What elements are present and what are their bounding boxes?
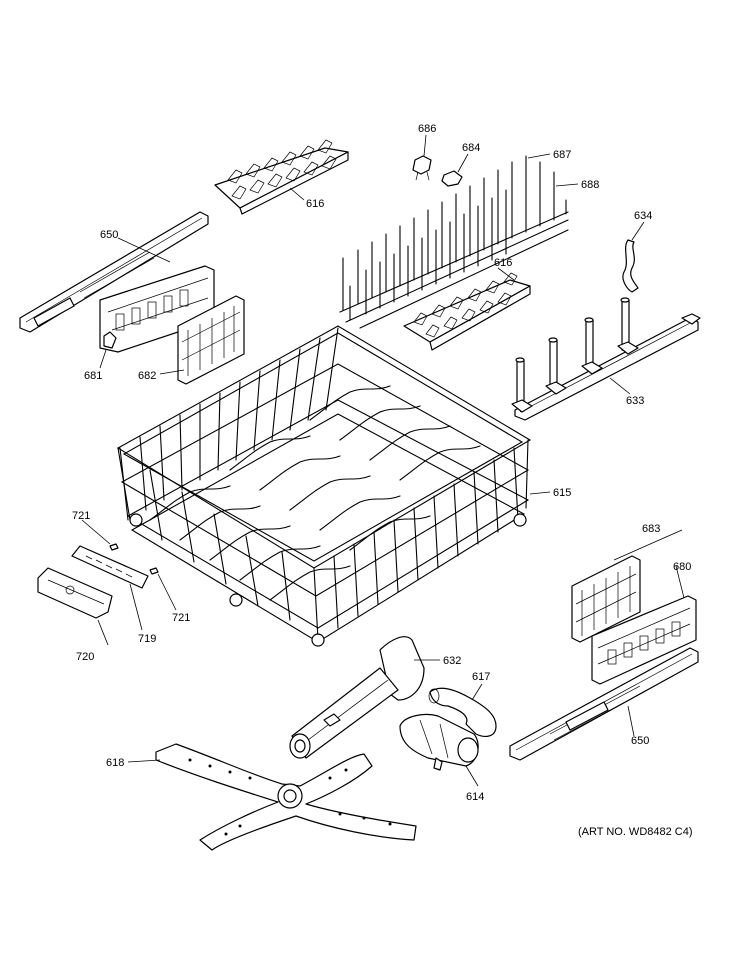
part-682-adjuster-cover <box>177 295 245 385</box>
part-721-screw-b <box>149 567 159 575</box>
part-680-adjuster <box>591 595 697 685</box>
label-650-right: 650 <box>631 735 649 747</box>
label-614: 614 <box>466 791 484 803</box>
part-616-clip-rack-middle <box>403 272 531 351</box>
part-633-spray-manifold <box>511 297 701 421</box>
label-617: 617 <box>472 671 490 683</box>
art-number: (ART NO. WD8482 C4) <box>578 826 693 838</box>
part-650-rail-left <box>19 211 209 333</box>
label-720: 720 <box>76 651 94 663</box>
label-721-a: 721 <box>72 510 90 522</box>
part-720-handle <box>37 567 113 619</box>
label-686: 686 <box>418 123 436 135</box>
label-616-top: 616 <box>306 198 324 210</box>
part-721-screw-a <box>109 543 119 551</box>
label-633: 633 <box>626 395 644 407</box>
label-616-middle: 616 <box>494 257 512 269</box>
label-721-b: 721 <box>172 612 190 624</box>
part-683-adjuster-cover <box>571 555 641 643</box>
leader-lines <box>81 134 685 787</box>
part-650-rail-right <box>509 647 699 761</box>
label-688: 688 <box>581 179 599 191</box>
part-618-spray-arm <box>155 743 417 851</box>
label-684: 684 <box>462 142 480 154</box>
part-686-clip <box>412 155 432 181</box>
label-650-left: 650 <box>100 229 118 241</box>
part-616-clip-rack-top <box>214 139 349 215</box>
label-687: 687 <box>553 149 571 161</box>
part-632-supply-tube <box>289 636 425 759</box>
label-618: 618 <box>106 757 124 769</box>
label-683: 683 <box>642 523 660 535</box>
part-687-688-tine-row <box>339 155 569 329</box>
label-719: 719 <box>138 633 156 645</box>
part-684-clip <box>441 170 463 187</box>
label-681: 681 <box>84 370 102 382</box>
part-615-upper-rack <box>116 325 532 647</box>
label-634: 634 <box>634 210 652 222</box>
label-632: 632 <box>443 655 461 667</box>
part-617-tube <box>428 687 497 737</box>
callout-labels: 686 684 687 688 616 634 650 616 681 682 … <box>72 123 691 803</box>
label-680: 680 <box>673 561 691 573</box>
label-682: 682 <box>138 370 156 382</box>
part-719-handle-insert <box>71 545 149 589</box>
part-634-hose <box>622 239 639 293</box>
label-615: 615 <box>553 487 571 499</box>
part-614-housing <box>399 713 479 771</box>
